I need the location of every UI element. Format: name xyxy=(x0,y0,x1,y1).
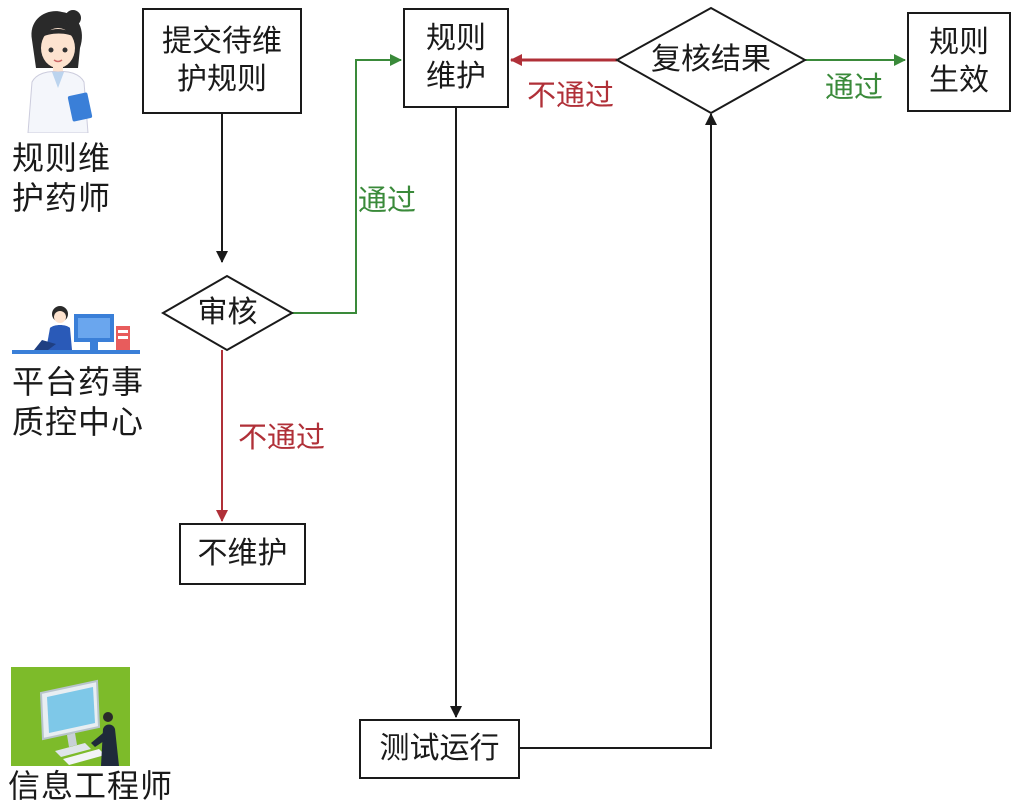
submit-rule-box: 提交待维 护规则 xyxy=(142,8,302,114)
recheck-fail-label: 不通过 xyxy=(527,78,615,112)
edge-review-pass-to-maintain xyxy=(292,54,402,314)
edge-test-to-recheck xyxy=(520,113,717,749)
review-diamond xyxy=(161,274,295,352)
engineer-computer-icon xyxy=(11,667,130,766)
role-pharmacist-label: 规则维 护药师 xyxy=(12,139,112,217)
pharmacist-avatar-icon xyxy=(18,8,98,134)
review-fail-label: 不通过 xyxy=(238,420,326,454)
recheck-pass-label: 通过 xyxy=(825,70,884,104)
rule-maintain-box: 规则 维护 xyxy=(403,8,509,108)
control-center-desk-icon xyxy=(12,300,140,358)
review-pass-label: 通过 xyxy=(358,183,417,217)
role-engineer-label: 信息工程师 xyxy=(8,767,174,805)
rule-effective-box: 规则 生效 xyxy=(907,12,1011,112)
no-maintain-box: 不维护 xyxy=(179,523,306,585)
recheck-diamond xyxy=(614,6,808,115)
recheck-result-diamond-label: 复核结果 xyxy=(651,42,771,77)
role-control-center-label: 平台药事 质控中心 xyxy=(12,363,145,441)
review-diamond-label: 审核 xyxy=(197,295,258,330)
test-run-box: 测试运行 xyxy=(359,719,520,779)
